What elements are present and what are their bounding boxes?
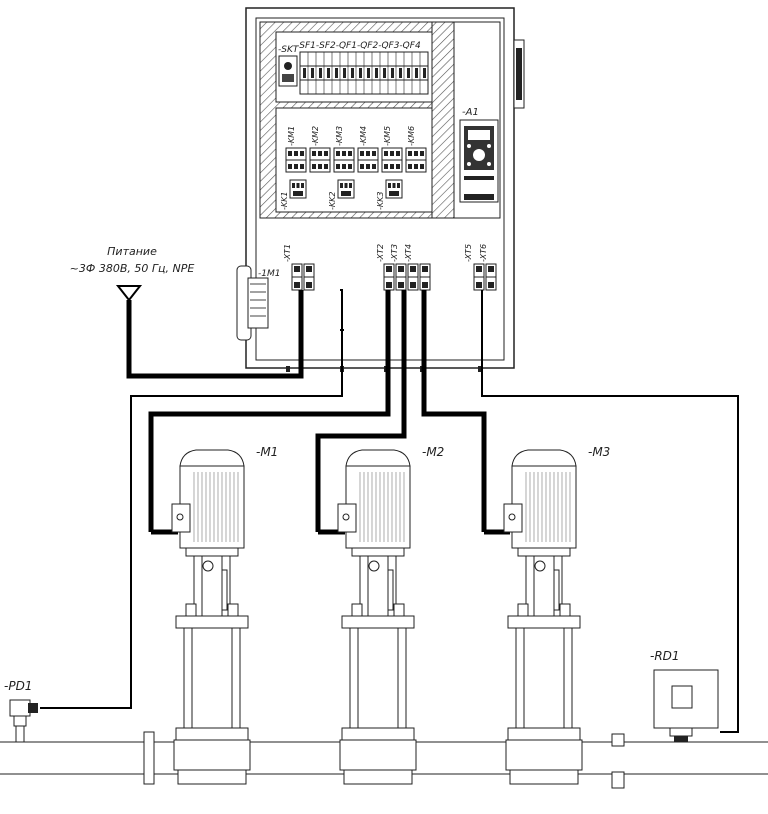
- pressure-relay-rd1: [653, 669, 719, 742]
- km2-label: -KM2: [311, 126, 320, 146]
- rd1-label: -RD1: [650, 649, 680, 663]
- pd1-label: -PD1: [4, 679, 32, 693]
- a1-label: -A1: [462, 107, 479, 118]
- xt4-label: -XT4: [404, 244, 413, 262]
- km5-label: -KM5: [383, 126, 392, 146]
- skt-label: -SKT: [278, 45, 300, 55]
- km4-label: -KM4: [359, 126, 368, 146]
- breakers-label: -SF1-SF2-QF1-QF2-QF3-QF4: [296, 41, 421, 51]
- km6-label: -KM6: [407, 126, 416, 146]
- power-label-2: ~3Ф 380В, 50 Гц, NPE: [70, 262, 195, 275]
- kk2-label: -KK2: [328, 192, 337, 210]
- kk3-label: -KK3: [376, 192, 385, 210]
- xt5-label: -XT5: [464, 244, 473, 262]
- control-cabinet: [236, 7, 525, 372]
- pressure-sensor-pd1: [9, 699, 38, 743]
- cabling: [40, 285, 739, 733]
- xt3-label: -XT3: [390, 244, 399, 262]
- controller-a1: [459, 119, 499, 203]
- pump-m3: [503, 449, 583, 785]
- pump-m2: [337, 449, 417, 785]
- breaker-row: [299, 51, 429, 95]
- xt6-label: -XT6: [479, 244, 488, 262]
- power-label-1: Питание: [107, 245, 157, 258]
- fan-label: -1M1: [258, 269, 280, 279]
- xt1-label: -XT1: [283, 244, 292, 262]
- pump-m1: [171, 449, 251, 785]
- fan-1m1: [236, 265, 269, 341]
- m1-label: -M1: [256, 445, 278, 459]
- xt2-label: -XT2: [376, 244, 385, 262]
- m3-label: -M3: [588, 445, 610, 459]
- km3-label: -KM3: [335, 126, 344, 146]
- m2-label: -M2: [422, 445, 444, 459]
- kk1-label: -KK1: [280, 192, 289, 210]
- km1-label: -KM1: [287, 126, 296, 146]
